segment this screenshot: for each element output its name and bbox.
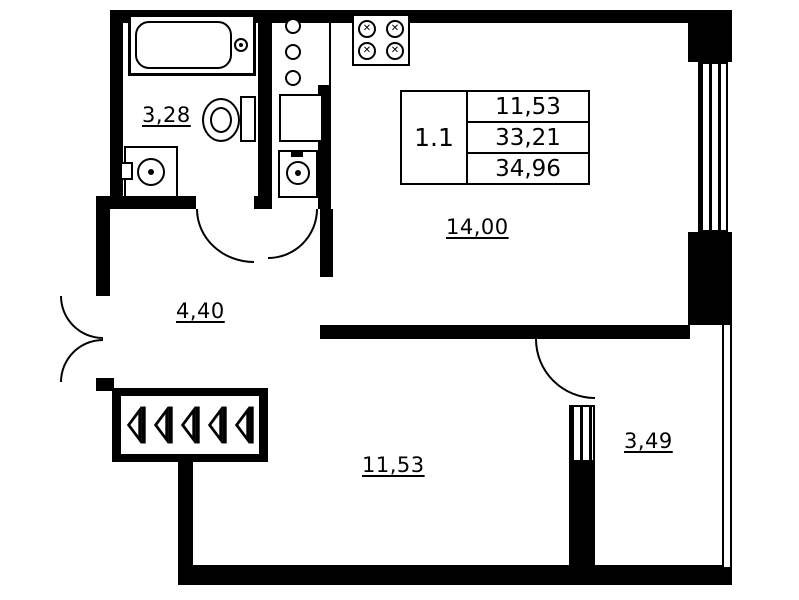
window-right-icon (698, 62, 728, 232)
entrance-door-arc-top-icon (60, 296, 103, 339)
wall-bathroom-bottom-left (96, 196, 196, 209)
toilet-bowl-inner (210, 107, 232, 133)
wall-right-mid (688, 232, 732, 325)
wall-corner-top-right (688, 10, 732, 62)
bathtub-drain-dot (239, 43, 243, 47)
wall-hall-left (96, 209, 110, 296)
room-label-balcony: 3,49 (624, 429, 673, 453)
burner-cross: ✕ (362, 45, 372, 56)
wall-balcony-partition (569, 462, 595, 567)
balcony-glazing-icon (722, 325, 732, 567)
hanger-icon (207, 406, 227, 444)
sink-bathroom-tap-icon (120, 162, 133, 180)
vent-circle-icon (285, 70, 301, 86)
wardrobe-interior (121, 396, 259, 454)
room-label-kitchen-living: 14,00 (446, 215, 509, 239)
room-label-bathroom: 3,28 (142, 103, 191, 127)
stove-burner-icon: ✕ (358, 20, 376, 38)
wall-mid-horizontal (320, 325, 690, 339)
bathroom-door-arc-icon (196, 209, 254, 263)
stove-burner-icon: ✕ (358, 42, 376, 60)
wall-bath-divider (258, 10, 272, 209)
vent-circle-icon (285, 18, 301, 34)
vent-circle-icon (285, 44, 301, 60)
hanger-icon (180, 406, 200, 444)
burner-cross: ✕ (390, 23, 400, 34)
window-balcony-door-icon (569, 405, 595, 462)
balcony-door-arc-icon (535, 339, 595, 399)
washer-box-icon (279, 94, 323, 142)
room-label-bedroom: 11,53 (362, 453, 425, 477)
wall-bottom (178, 565, 732, 585)
apartment-area-value: 33,21 (468, 123, 588, 154)
toilet-tank-icon (240, 96, 256, 142)
stove-burner-icon: ✕ (386, 42, 404, 60)
total-area-value: 34,96 (495, 155, 561, 182)
title-block: 1.1 11,53 33,21 34,96 (400, 90, 590, 185)
hanger-icon (153, 406, 173, 444)
wc-door-arc-icon (268, 209, 318, 259)
bathtub-basin-icon (135, 21, 232, 69)
room-label-hallway: 4,40 (176, 299, 225, 323)
wall-left-upper (110, 10, 123, 206)
hanger-icon (234, 406, 254, 444)
burner-cross: ✕ (362, 23, 372, 34)
entrance-door-arc-bottom-icon (60, 339, 103, 382)
sink-bathroom-drain-dot (148, 169, 154, 175)
wall-hall-right (320, 209, 333, 277)
stove-burner-icon: ✕ (386, 20, 404, 38)
sink-wc-drain-dot (295, 170, 301, 176)
sink-wc-basin (286, 161, 310, 185)
unit-number: 1.1 (402, 92, 468, 183)
living-area-value: 11,53 (468, 92, 588, 123)
wall-bedroom-left (178, 452, 193, 567)
sink-wc-tap-icon (291, 150, 303, 157)
burner-cross: ✕ (390, 45, 400, 56)
title-block-areas: 11,53 33,21 34,96 (468, 92, 588, 183)
wall-vent-line (329, 10, 331, 88)
hanger-icon (126, 406, 146, 444)
